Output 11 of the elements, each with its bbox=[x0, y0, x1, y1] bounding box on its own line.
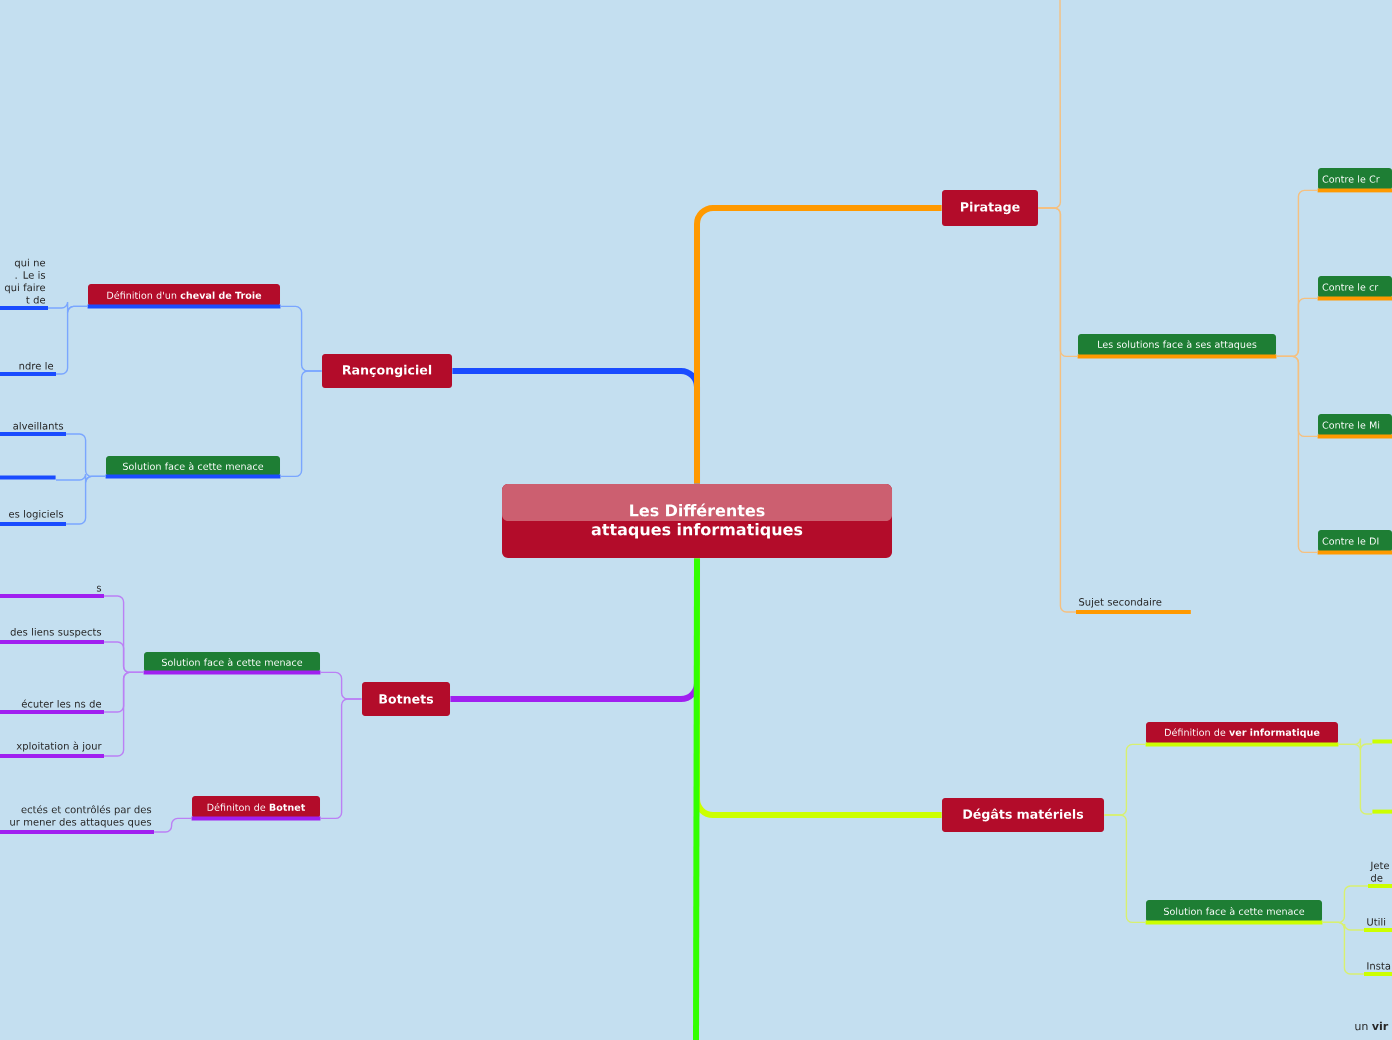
underline-bar bbox=[1372, 809, 1392, 814]
branch-line bbox=[694, 205, 942, 484]
branch-line bbox=[65, 475, 107, 525]
underline-bar bbox=[0, 475, 56, 480]
branch-line bbox=[103, 671, 145, 757]
branch-line bbox=[153, 817, 193, 833]
underline-bar bbox=[1372, 739, 1392, 744]
branch-line bbox=[1321, 921, 1365, 975]
branch-line bbox=[1037, 207, 1077, 613]
branch-line bbox=[693, 558, 700, 1040]
central-topic-box: Les Différentes attaques informatiques bbox=[502, 484, 892, 558]
